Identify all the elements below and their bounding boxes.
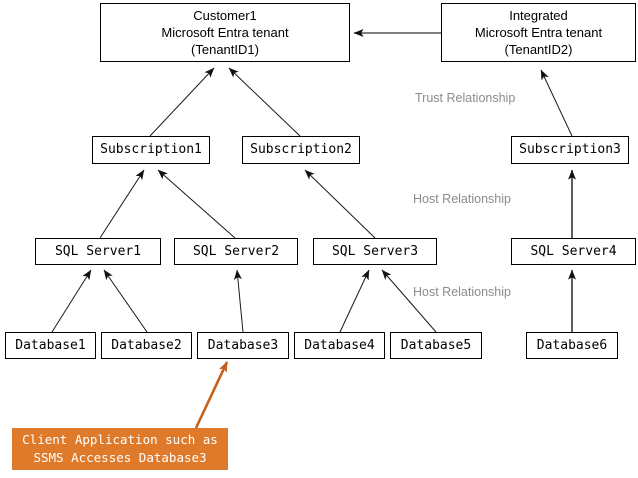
node-database2[interactable]: Database2 [101, 332, 192, 359]
node-sqlserver1[interactable]: SQL Server1 [35, 238, 161, 265]
edge-database3-to-sqlserver2 [233, 269, 244, 333]
database1-label: Database1 [15, 337, 86, 353]
integrated-line1: Integrated [509, 8, 568, 23]
node-integrated-tenant[interactable]: Integrated Microsoft Entra tenant (Tenan… [441, 3, 636, 62]
node-subscription1[interactable]: Subscription1 [92, 136, 210, 164]
label-host-relationship-top: Host Relationship [413, 192, 511, 206]
edge-sqlserver3-to-subscription2 [304, 169, 376, 239]
node-subscription3[interactable]: Subscription3 [511, 136, 629, 164]
database6-label: Database6 [536, 337, 608, 353]
sqlserver2-label: SQL Server2 [192, 243, 280, 259]
node-subscription2[interactable]: Subscription2 [242, 136, 360, 164]
sqlserver3-label: SQL Server3 [331, 243, 419, 259]
customer1-line2: Microsoft Entra tenant [161, 25, 289, 40]
database3-label: Database3 [207, 337, 279, 353]
edge-database1-to-sqlserver1 [51, 269, 92, 333]
database2-label: Database2 [111, 337, 182, 353]
edge-subscription2-to-customer1 [228, 67, 301, 137]
callout-line2: SSMS Accesses Database3 [33, 450, 207, 465]
callout-line1: Client Application such as [22, 432, 218, 447]
edge-subscription1-to-customer1 [149, 67, 215, 137]
node-sqlserver2[interactable]: SQL Server2 [174, 238, 298, 265]
node-database4[interactable]: Database4 [294, 332, 385, 359]
node-database3[interactable]: Database3 [197, 332, 289, 359]
label-host-relationship-bottom: Host Relationship [413, 285, 511, 299]
database4-label: Database4 [304, 337, 375, 353]
database5-label: Database5 [400, 337, 472, 353]
sqlserver1-label: SQL Server1 [54, 243, 142, 259]
node-database5[interactable]: Database5 [390, 332, 482, 359]
edge-database4-to-sqlserver3 [339, 269, 370, 333]
subscription1-label: Subscription1 [100, 142, 202, 157]
edge-callout-to-database3 [194, 361, 229, 429]
customer1-line1: Customer1 [193, 8, 257, 23]
node-database1[interactable]: Database1 [5, 332, 96, 359]
subscription3-label: Subscription3 [519, 142, 621, 157]
integrated-line3: (TenantID2) [504, 42, 573, 57]
edge-database5-to-sqlserver3 [381, 269, 437, 333]
node-sqlserver3[interactable]: SQL Server3 [313, 238, 437, 265]
customer1-line3: (TenantID1) [191, 42, 259, 57]
label-trust-relationship: Trust Relationship [415, 91, 516, 105]
sqlserver4-label: SQL Server4 [530, 243, 617, 259]
edge-database2-to-sqlserver1 [103, 269, 148, 333]
edge-sqlserver1-to-subscription1 [99, 169, 145, 239]
edge-subscription3-to-integrated [540, 69, 573, 137]
edge-sqlserver2-to-subscription1 [157, 169, 236, 239]
node-sqlserver4[interactable]: SQL Server4 [511, 238, 636, 265]
node-customer1-tenant[interactable]: Customer1 Microsoft Entra tenant (Tenant… [100, 3, 350, 62]
callout-client-application[interactable]: Client Application such as SSMS Accesses… [12, 428, 228, 470]
integrated-line2: Microsoft Entra tenant [474, 25, 603, 40]
subscription2-label: Subscription2 [250, 142, 352, 157]
node-database6[interactable]: Database6 [526, 332, 618, 359]
